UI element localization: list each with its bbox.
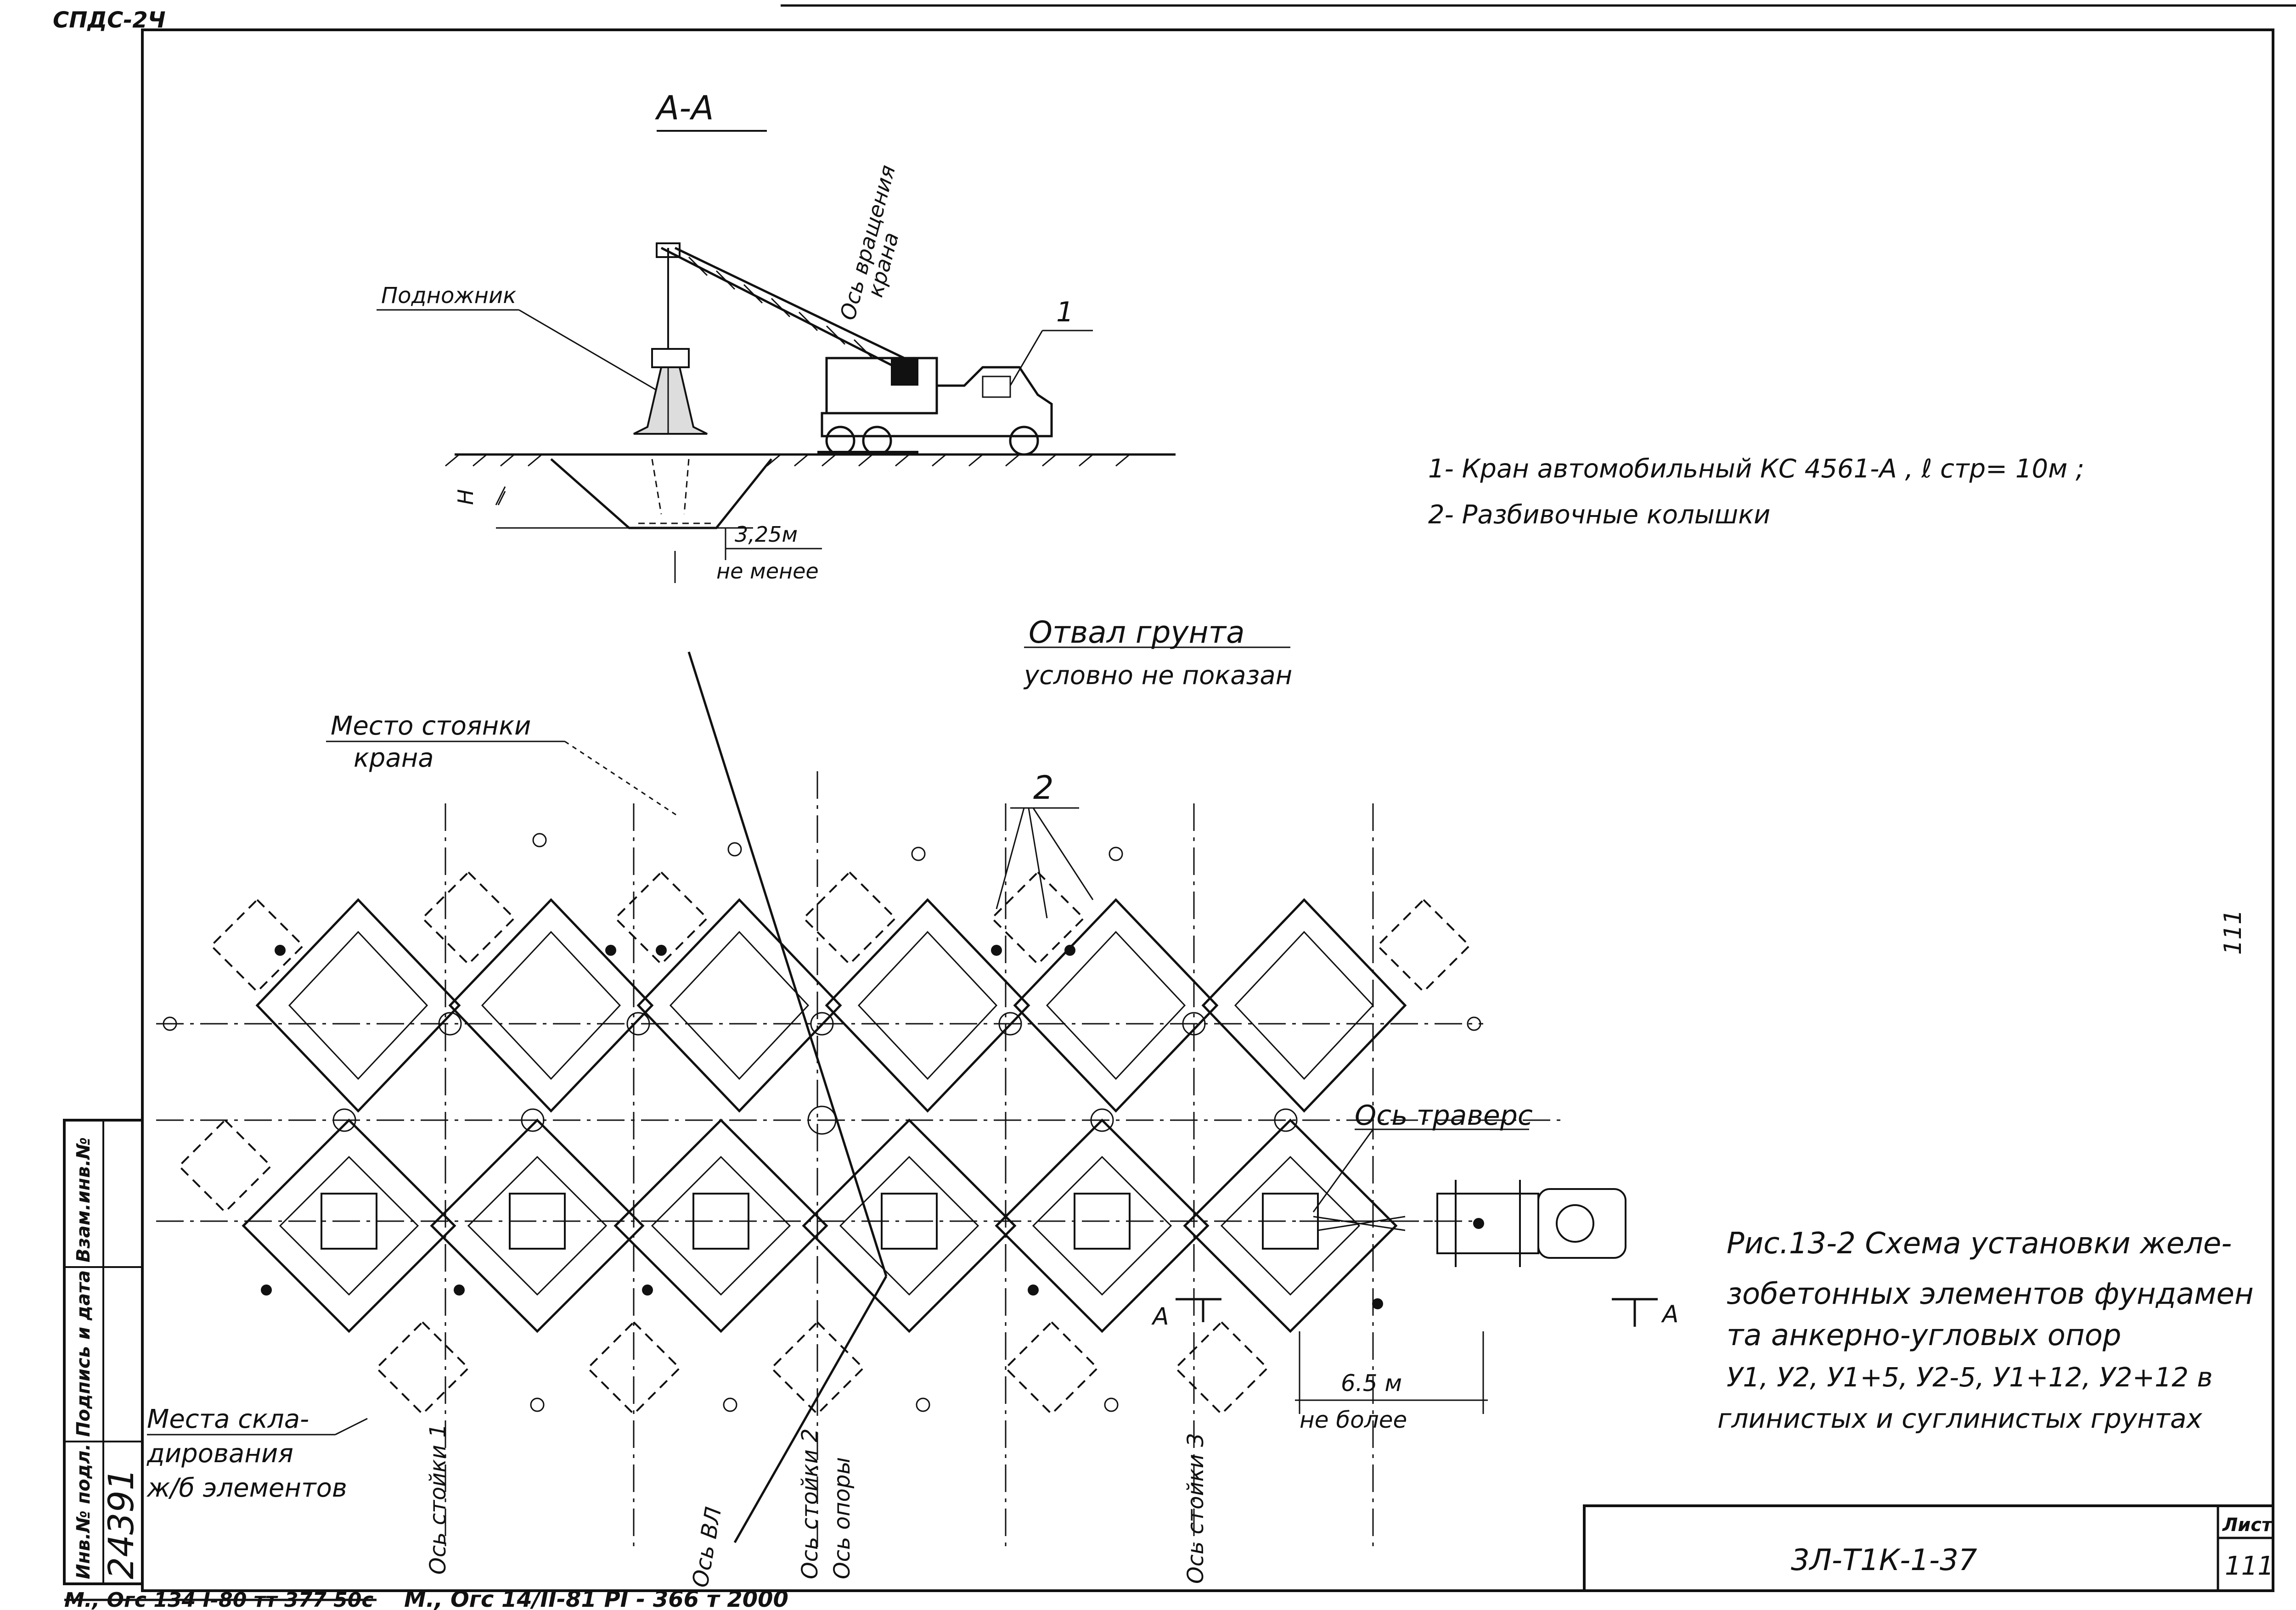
pit-dimension: 3,25м [735,522,798,547]
crane-distance: 6.5 м [1341,1370,1402,1397]
caption-line-1: Рис.13-2 Схема установки желе- [1727,1227,2232,1261]
spoil-label-1: Отвал грунта [1029,615,1245,650]
section-title: А-А [655,89,714,127]
sheet-label: Лист [2222,1515,2273,1536]
crane-plan [1300,1180,1626,1267]
axis-support-label: Ось опоры [829,1457,855,1579]
figure-caption: Рис.13-2 Схема установки желе- зобетонны… [1717,1227,2254,1434]
footer-text: М., Огс 14/II-81 РI - 366 т 2000 [404,1587,788,1610]
pit-dimension-note: не менее [716,559,819,583]
section-mark-left: А [1151,1303,1169,1330]
vl-axis-line [687,651,888,1277]
caption-line-3: та анкерно-угловых опор [1727,1318,2121,1352]
legend-item-2: 2- Разбивочные колышки [1428,500,1770,530]
side-stamp: Инв.№ подл. 24391 Подпись и дата Взам.ин… [63,1119,144,1585]
caption-line-4: У1, У2, У1+5, У2-5, У1+12, У2+12 в [1727,1362,2213,1393]
corner-stamp: СПДС-2Ч [53,7,165,33]
crane-distance-note: не более [1300,1407,1407,1433]
axis-stand-3-label: Ось стойки 3 [1183,1433,1209,1584]
lifted-footing [633,321,708,435]
page-number: 111 [2219,909,2247,955]
caption-line-5: глинистых и суглинистых грунтах [1717,1403,2202,1434]
axis-stand-2-label: Ось стойки 2 [797,1428,823,1579]
truck-crane [656,242,1053,456]
doc-code: 3Л-Т1К-1-37 [1791,1543,1977,1577]
storage-label-2: дирования [146,1439,293,1469]
sheet-number: 111 [2225,1551,2274,1581]
sheet-frame [141,28,2274,1592]
crane-callout: 1 [1056,296,1074,328]
stamp-inv-label: Инв.№ подл. [73,1443,94,1579]
crane-place-label-1: Место стоянки [331,711,531,741]
caption-line-2: зобетонных элементов фундамен [1727,1277,2254,1311]
stamp-signature-label: Подпись и дата [73,1270,94,1437]
stamp-inv-value: 24391 [101,1468,141,1579]
section-a-a: А-А Подножник Н 3,25м не менее [377,89,1176,583]
podnozhnik-label: Подножник [381,283,516,309]
foundation-plan: Отвал грунта условно не показан Место ст… [146,615,1679,1589]
crane-place-label-2: крана [354,743,434,773]
section-mark-right: А [1661,1301,1679,1328]
spoil-label-2: условно не показан [1023,661,1292,690]
stake-callout: 2 [1033,769,1054,807]
depth-mark: Н [453,489,478,505]
legend: 1- Кран автомобильный КС 4561-А , ℓ стр=… [1428,454,2084,530]
storage-label-1: Места скла- [147,1404,309,1434]
footer: М., Огс 134 I-80 тт 377 50с М., Огс 14/I… [64,1587,788,1610]
title-block: 3Л-Т1К-1-37 Лист 111 [1583,1504,2274,1592]
legend-item-1: 1- Кран автомобильный КС 4561-А , ℓ стр=… [1428,454,2084,484]
traverse-axis-label: Ось траверс [1355,1100,1533,1132]
stamp-replace-label: Взам.инв.№ [73,1137,94,1262]
axis-stand-1-label: Ось стойки 1 [425,1424,451,1575]
axis-vl-label: Ось ВЛ [687,1505,727,1589]
storage-label-3: ж/б элементов [146,1473,347,1503]
pit-outline [550,458,772,529]
